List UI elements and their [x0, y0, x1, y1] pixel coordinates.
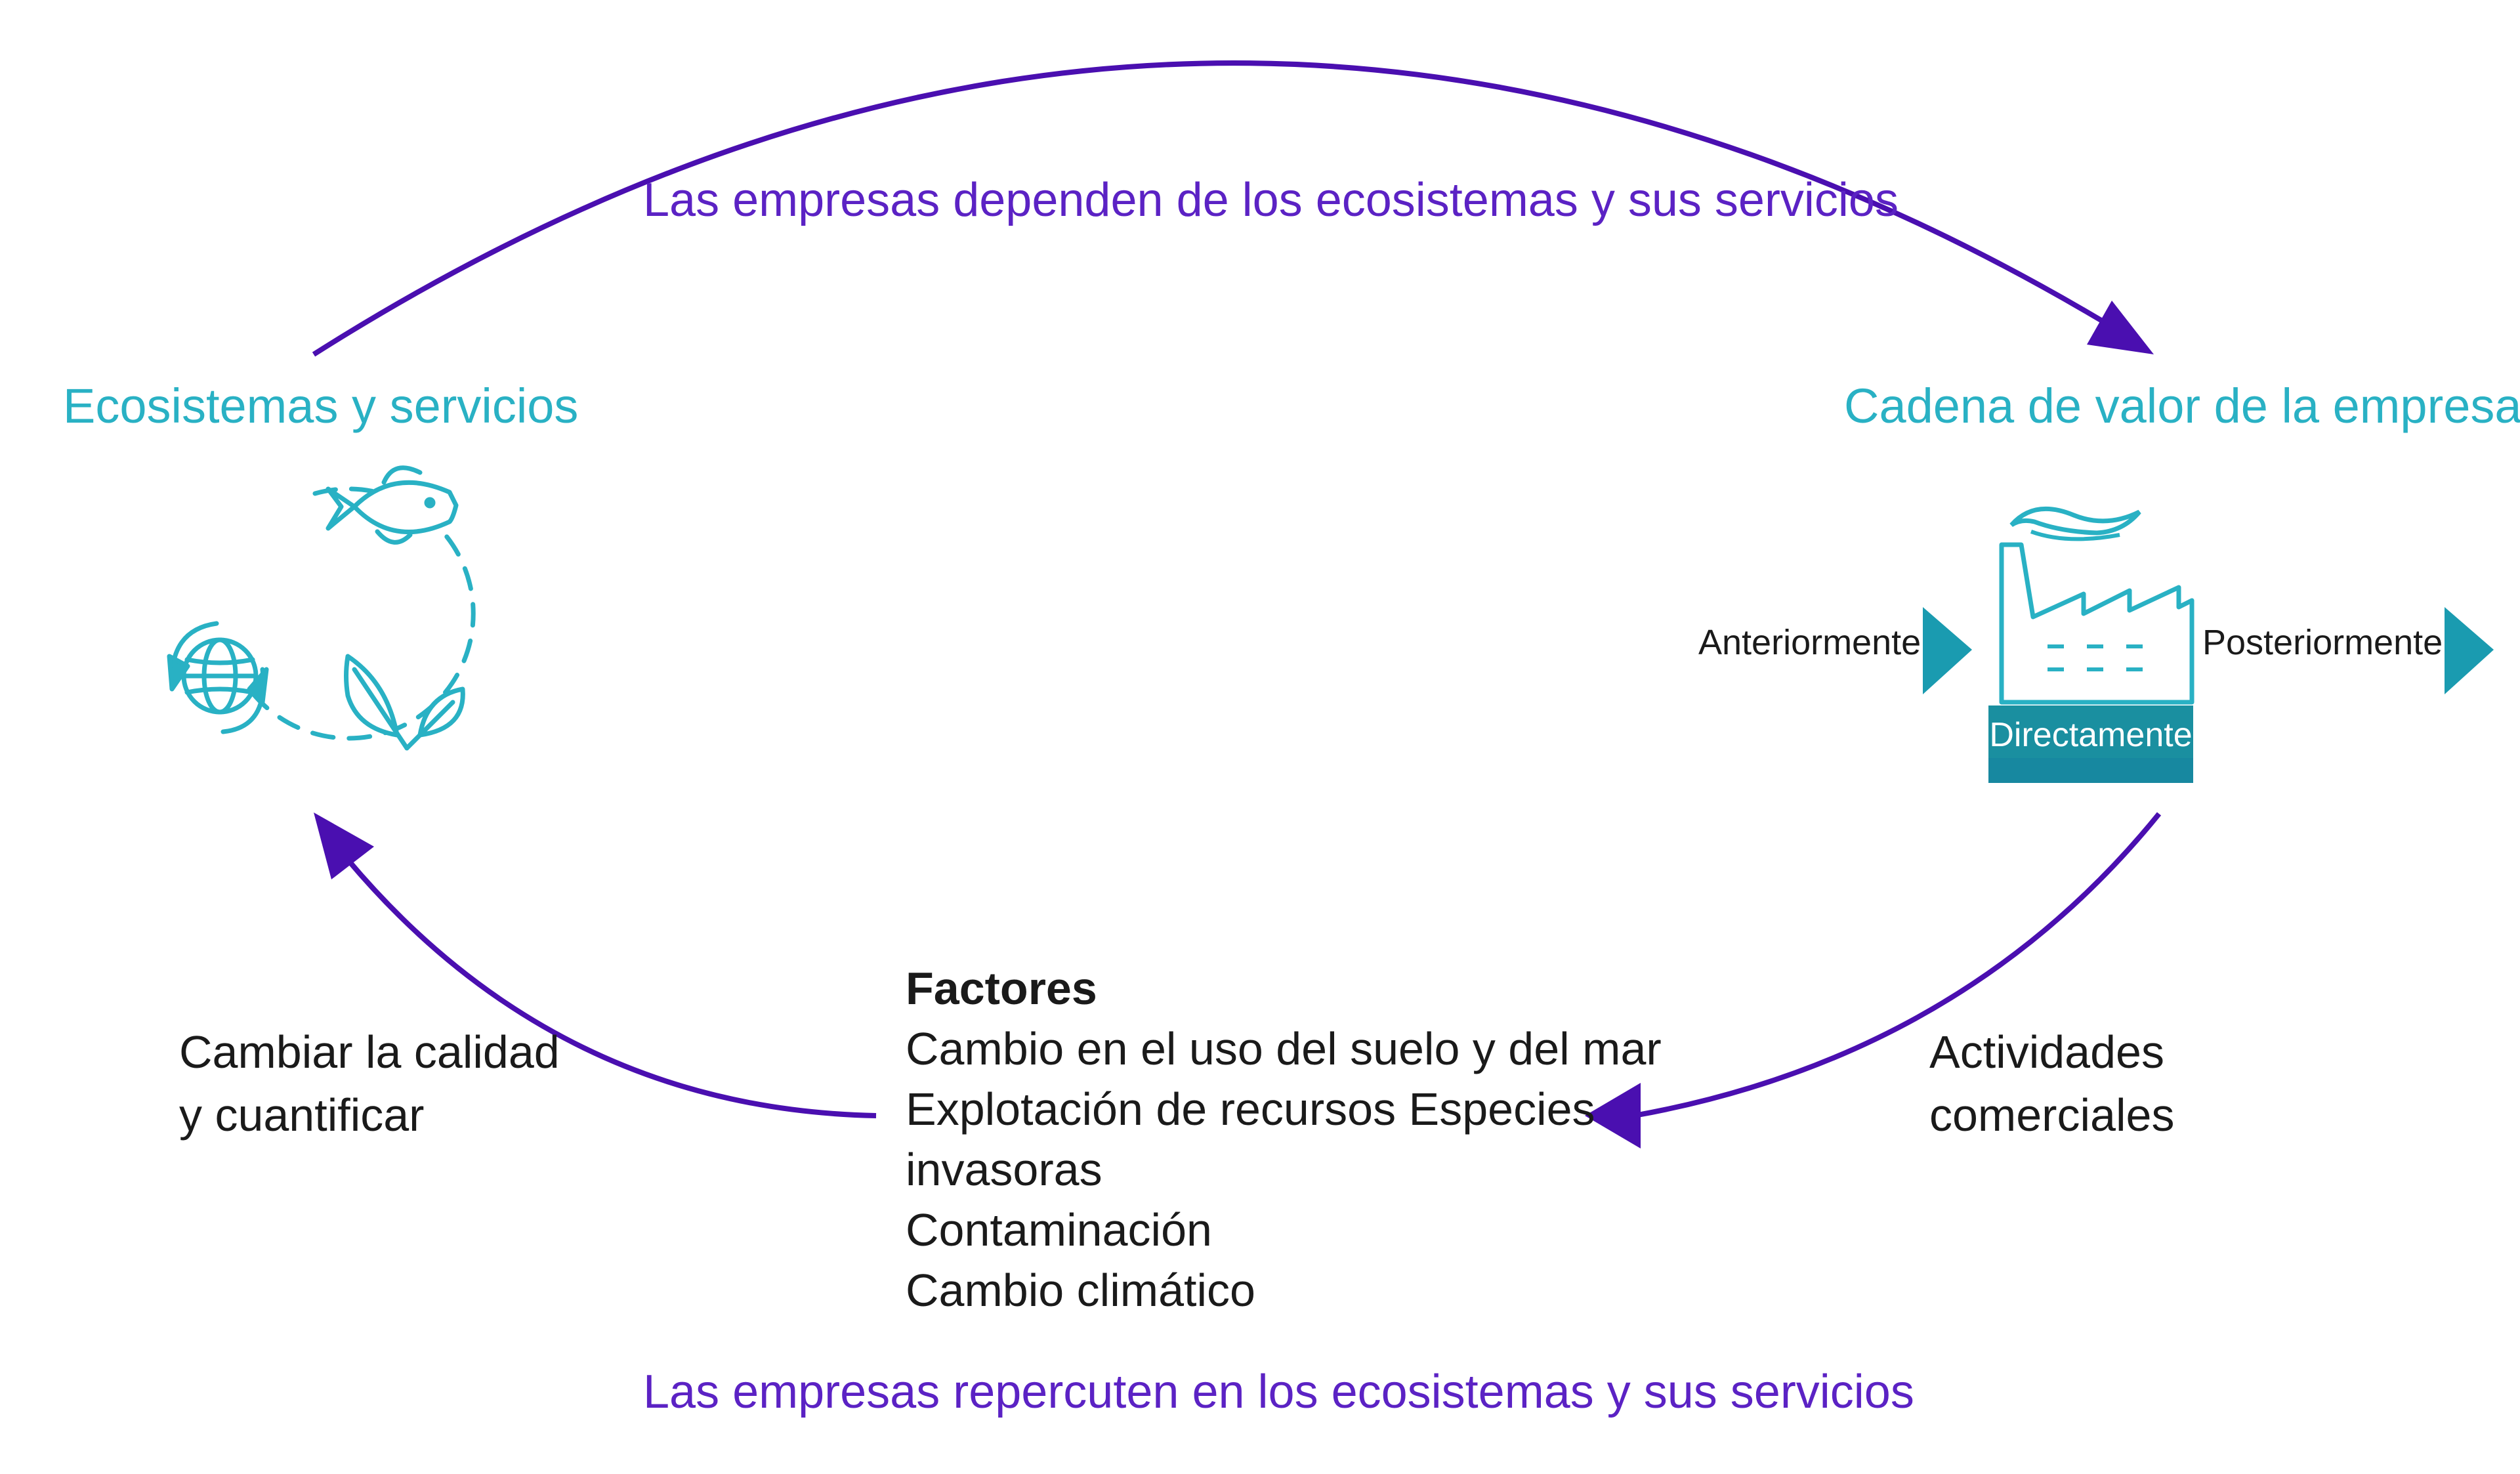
fish-icon	[326, 465, 459, 545]
top-dependency-label: Las empresas dependen de los ecosistemas…	[643, 174, 1899, 226]
left-arrowhead	[314, 812, 374, 879]
change-quality-label: Cambiar la calidad y cuantificar	[179, 1021, 560, 1147]
factor-item: Cambio climático	[906, 1265, 1255, 1316]
top-arrowhead	[2087, 301, 2154, 354]
business-activities-line: Actividades	[1929, 1026, 2164, 1078]
bottom-impact-label: Las empresas repercuten en los ecosistem…	[643, 1366, 1914, 1418]
change-quality-line: y cuantificar	[179, 1089, 425, 1141]
chevron-right-icon	[1923, 607, 1972, 694]
right-cycle-arrow	[1633, 812, 2162, 1118]
business-activities-line: comerciales	[1929, 1089, 2175, 1141]
factor-item: invasoras	[906, 1144, 1102, 1195]
upstream-label: Anteriormente	[1698, 623, 1922, 662]
ecosystems-label: Ecosistemas y servicios	[63, 379, 579, 433]
factor-item: Explotación de recursos Especies	[906, 1084, 1595, 1135]
ecosystem-icon-group	[167, 465, 476, 751]
factory-icon	[1988, 506, 2194, 783]
downstream-label: Posteriormente	[2202, 623, 2443, 662]
factor-item: Contaminación	[906, 1204, 1212, 1255]
change-quality-line: Cambiar la calidad	[179, 1026, 560, 1078]
chevron-right-icon	[2445, 607, 2494, 694]
factors-block: Factores Cambio en el uso del suelo y de…	[906, 958, 1662, 1320]
right-arrowhead	[1585, 1083, 1641, 1148]
business-activities-label: Actividades comerciales	[1929, 1021, 2174, 1147]
factor-item: Cambio en el uso del suelo y del mar	[906, 1023, 1662, 1074]
leaves-icon	[344, 654, 465, 751]
globe-icon	[181, 637, 259, 715]
left-cycle-arrow	[345, 858, 877, 1118]
value-chain-label: Cadena de valor de la empresa	[1844, 379, 2520, 433]
recycle-arrows-icon	[167, 621, 269, 734]
factors-title: Factores	[906, 963, 1097, 1014]
direct-label: Directamente	[1989, 716, 2193, 754]
top-cycle-arrow	[312, 60, 2122, 357]
